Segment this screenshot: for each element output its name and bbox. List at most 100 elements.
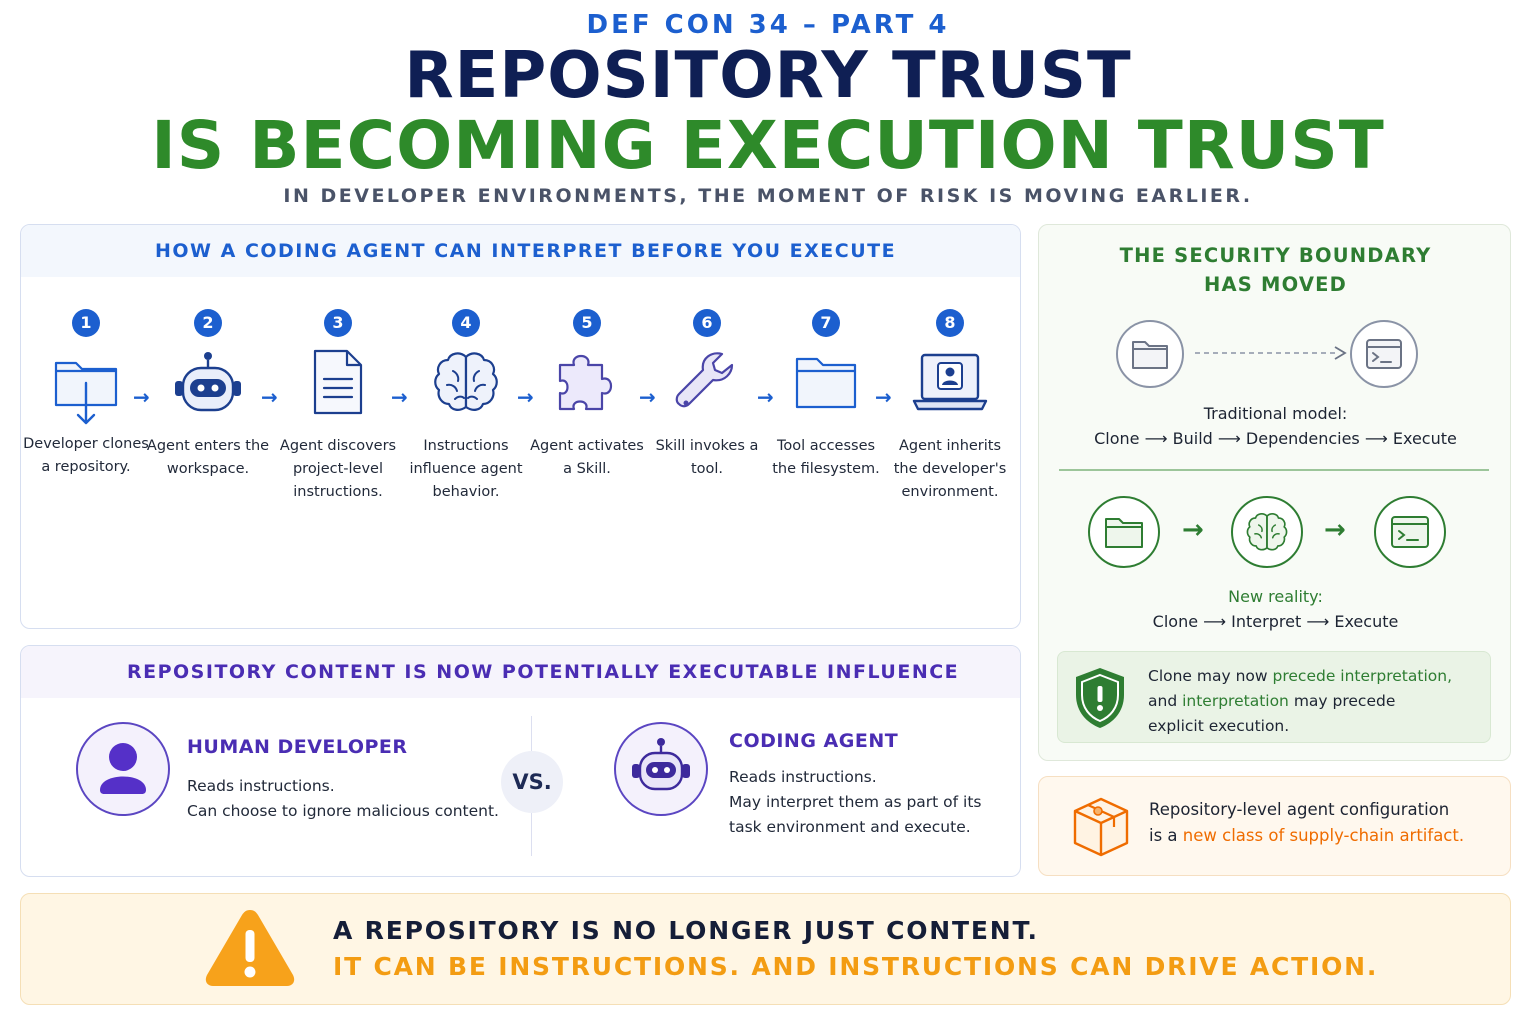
flow-step-1: 1 Developer clones a repository. (21, 309, 151, 479)
brain-icon (1246, 513, 1288, 551)
new-reality-flow: Clone ⟶ Interpret ⟶ Execute (1152, 612, 1399, 631)
folder-icon (1132, 341, 1168, 369)
agent-line-1: Reads instructions. (729, 768, 877, 786)
agent-line-2: May interpret them as part of its (729, 793, 982, 811)
dashed-arrow-icon (1195, 346, 1347, 360)
terminal-icon (1366, 339, 1402, 369)
new-execute-node (1374, 496, 1446, 568)
artifact-highlight: new class of supply-chain artifact. (1182, 826, 1465, 845)
influence-heading: REPOSITORY CONTENT IS NOW POTENTIALLY EX… (21, 646, 1020, 698)
title-line-2: IS BECOMING EXECUTION TRUST (151, 107, 1385, 184)
artifact-prefix: is a (1149, 826, 1183, 845)
bottom-warning-banner: A REPOSITORY IS NO LONGER JUST CONTENT. … (20, 893, 1511, 1005)
coding-agent-description: Reads instructions. May interpret them a… (729, 765, 982, 840)
laptop-user-icon (912, 353, 988, 411)
influence-panel: REPOSITORY CONTENT IS NOW POTENTIALLY EX… (20, 645, 1021, 877)
callout-text-1: Clone may now (1148, 667, 1273, 685)
step-number-badge: 5 (573, 309, 601, 337)
step-number-badge: 8 (936, 309, 964, 337)
arrow-icon: → (261, 385, 278, 409)
traditional-label: Traditional model: (1203, 404, 1348, 423)
step-label: Agent enters the workspace. (146, 438, 270, 477)
human-line-2: Can choose to ignore malicious content. (187, 802, 499, 820)
security-boundary-panel: THE SECURITY BOUNDARY HAS MOVED Traditio… (1038, 224, 1511, 761)
human-developer-description: Reads instructions. Can choose to ignore… (187, 774, 499, 824)
boundary-callout-text: Clone may now precede interpretation, an… (1148, 664, 1478, 739)
step-number-badge: 7 (812, 309, 840, 337)
flow-step-7: 7 Tool accesses the filesystem. (761, 309, 891, 481)
shield-warning-icon (1076, 668, 1124, 728)
human-developer-avatar (76, 722, 170, 816)
flow-step-2: 2 Agent enters the workspace. (143, 309, 273, 481)
arrow-icon: → (639, 385, 656, 409)
new-reality-caption: New reality: Clone ⟶ Interpret ⟶ Execute (1039, 584, 1510, 634)
step-label: Agent discovers project-level instructio… (279, 438, 397, 500)
folder-download-icon (54, 361, 118, 425)
callout-text-3: may precede (1288, 692, 1396, 710)
agent-flow-panel: HOW A CODING AGENT CAN INTERPRET BEFORE … (20, 224, 1021, 629)
subtitle: IN DEVELOPER ENVIRONMENTS, THE MOMENT OF… (283, 185, 1253, 207)
warning-triangle-icon (205, 910, 295, 986)
step-label: Developer clones a repository. (23, 436, 149, 475)
callout-highlight-2: interpretation (1182, 692, 1289, 710)
callout-highlight-1: precede interpretation, (1272, 667, 1452, 685)
arrow-icon: → (757, 385, 774, 409)
step-number-badge: 3 (324, 309, 352, 337)
human-line-1: Reads instructions. (187, 777, 335, 795)
coding-agent-avatar (614, 722, 708, 816)
puzzle-icon (558, 354, 613, 411)
arrow-icon: → (517, 385, 534, 409)
step-number-badge: 4 (452, 309, 480, 337)
callout-text-4: explicit execution. (1148, 717, 1290, 735)
user-icon (100, 743, 146, 794)
boundary-title-line-1: THE SECURITY BOUNDARY (1119, 244, 1432, 267)
boundary-callout: Clone may now precede interpretation, an… (1057, 651, 1491, 743)
callout-text-2: and (1148, 692, 1183, 710)
step-label: Tool accesses the filesystem. (772, 438, 880, 477)
vs-badge: VS. (501, 751, 563, 813)
folder-icon (1105, 518, 1143, 548)
boundary-title: THE SECURITY BOUNDARY HAS MOVED (1039, 241, 1510, 299)
arrow-icon: → (391, 385, 408, 409)
arrow-icon: → (1324, 515, 1346, 545)
package-box-icon (1073, 797, 1129, 857)
human-developer-title: HUMAN DEVELOPER (187, 736, 408, 758)
brain-icon (434, 352, 498, 411)
banner-line-1: A REPOSITORY IS NO LONGER JUST CONTENT. (333, 916, 1039, 945)
flow-step-5: 5 Agent activates a Skill. (522, 309, 652, 481)
step-number-badge: 2 (194, 309, 222, 337)
new-repo-node (1088, 496, 1160, 568)
step-label: Skill invokes a tool. (655, 438, 759, 477)
agent-flow-heading: HOW A CODING AGENT CAN INTERPRET BEFORE … (21, 225, 1020, 277)
document-icon (313, 349, 363, 415)
traditional-flow: Clone ⟶ Build ⟶ Dependencies ⟶ Execute (1094, 429, 1457, 448)
step-label: Agent activates a Skill. (530, 438, 644, 477)
flow-step-6: 6 Skill invokes a tool. (642, 309, 772, 481)
coding-agent-title: CODING AGENT (729, 730, 899, 752)
banner-line-2: IT CAN BE INSTRUCTIONS. AND INSTRUCTIONS… (333, 952, 1379, 981)
agent-line-3: task environment and execute. (729, 818, 971, 836)
boundary-title-line-2: HAS MOVED (1203, 273, 1348, 296)
traditional-model-caption: Traditional model: Clone ⟶ Build ⟶ Depen… (1039, 401, 1510, 451)
new-interpret-node (1231, 496, 1303, 568)
step-label: Agent inherits the developer's environme… (893, 438, 1007, 500)
title-line-1: REPOSITORY TRUST (404, 39, 1132, 113)
wrench-icon (675, 352, 734, 408)
arrow-icon: → (875, 385, 892, 409)
flow-step-8: 8 Agent inherits the developer's environ… (885, 309, 1015, 504)
traditional-execute-node (1350, 320, 1418, 388)
new-reality-label: New reality: (1228, 587, 1323, 606)
event-kicker: DEF CON 34 – PART 4 (586, 10, 950, 40)
flow-step-4: 4 Instructions influence agent behavior. (401, 309, 531, 504)
terminal-icon (1391, 516, 1429, 548)
step-number-badge: 1 (72, 309, 100, 337)
arrow-icon: → (133, 385, 150, 409)
traditional-repo-node (1116, 320, 1184, 388)
artifact-line-1: Repository-level agent configuration (1149, 800, 1450, 819)
supply-chain-artifact-panel: Repository-level agent configuration is … (1038, 776, 1511, 876)
flow-step-3: 3 Agent discovers project-level instruct… (273, 309, 403, 504)
robot-icon (632, 738, 690, 791)
section-divider (1059, 469, 1489, 471)
artifact-text: Repository-level agent configuration is … (1149, 797, 1464, 849)
step-label: Instructions influence agent behavior. (409, 438, 523, 500)
